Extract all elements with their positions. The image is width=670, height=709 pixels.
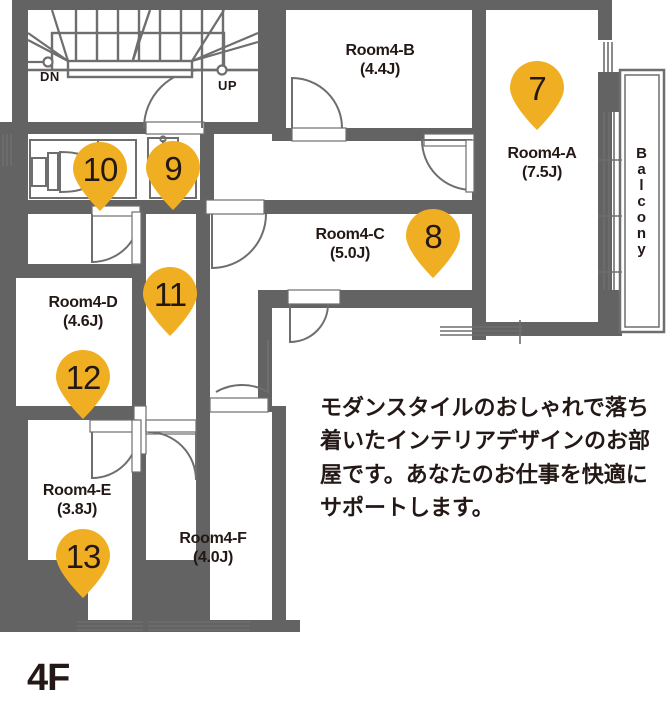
marker-number: 10 xyxy=(82,151,119,188)
marker-pin-11[interactable]: 11 xyxy=(141,266,199,336)
marker-number: 11 xyxy=(153,276,187,313)
pin-teardrop-icon xyxy=(146,141,200,210)
marker-number: 8 xyxy=(424,218,442,255)
pin-teardrop-icon xyxy=(56,529,110,598)
stairs-up-label: UP xyxy=(218,78,238,93)
marker-pin-7[interactable]: 7 xyxy=(508,60,566,130)
marker-pin-13[interactable]: 13 xyxy=(54,528,112,598)
pin-teardrop-icon xyxy=(510,61,564,130)
marker-number: 7 xyxy=(528,70,546,107)
windows xyxy=(2,42,622,631)
door-sills xyxy=(89,121,475,455)
room-description: モダンスタイルのおしゃれで落ち着いたインテリアデザインのお部屋です。あなたのお仕… xyxy=(320,396,651,522)
marker-pin-12[interactable]: 12 xyxy=(54,349,112,419)
pin-teardrop-icon xyxy=(56,350,110,419)
marker-number: 12 xyxy=(65,359,102,396)
balcony-outline xyxy=(618,68,666,334)
stairs-down-label: DN xyxy=(40,69,60,84)
staircase xyxy=(27,9,259,79)
marker-number: 13 xyxy=(65,538,102,575)
marker-pin-9[interactable]: 9 xyxy=(144,140,202,210)
marker-pin-8[interactable]: 8 xyxy=(404,208,462,278)
pin-teardrop-icon xyxy=(73,142,127,211)
marker-number: 9 xyxy=(164,150,182,187)
floor-label: 4F xyxy=(27,657,70,699)
balcony-label: Balcony xyxy=(633,145,650,257)
marker-pin-10[interactable]: 10 xyxy=(71,141,129,211)
pin-teardrop-icon xyxy=(406,209,460,278)
pin-teardrop-icon xyxy=(143,267,197,336)
